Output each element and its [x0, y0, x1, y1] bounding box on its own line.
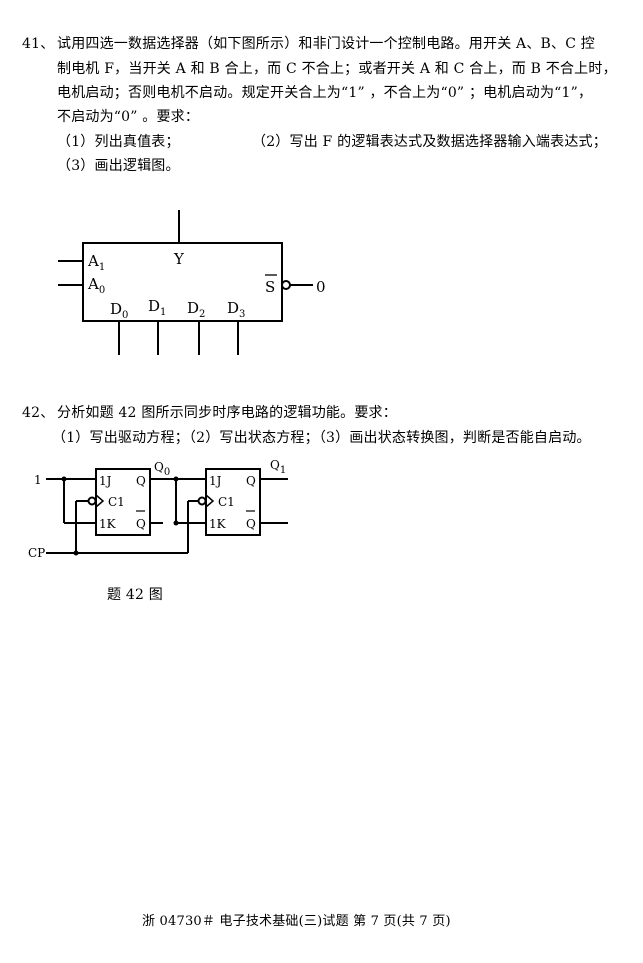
q41-line-1: 试用四选一数据选择器（如下图所示）和非门设计一个控制电路。用开关 A、B、C 控	[57, 36, 596, 52]
mux-d1-label: D1	[148, 297, 166, 318]
junction-cp	[73, 550, 79, 556]
mux-d3-label: D3	[227, 299, 245, 320]
page-footer: 浙 04730＃ 电子技术基础(三)试题 第 7 页(共 7 页)	[142, 914, 451, 929]
junction-input	[61, 476, 67, 482]
q42-requirements: （1）写出驱动方程；（2）写出状态方程；（3）画出状态转换图，判断是否能自启动。	[52, 430, 591, 446]
mux-a1-label: A1	[87, 252, 105, 273]
ff0-q-label: Q	[136, 474, 146, 488]
junction-q0	[173, 476, 179, 482]
q41-line-4: 不启动为“0” 。要求：	[57, 109, 200, 125]
q41-requirement-3: （3）画出逻辑图。	[57, 158, 180, 174]
ff0-c-label: C1	[108, 495, 125, 509]
q41-line-2: 制电机 F，当开关 A 和 B 合上，而 C 不合上；或者开关 A 和 C 合上…	[57, 61, 617, 77]
ff0-clock-bubble	[87, 496, 97, 506]
ff0-clock-triangle	[95, 494, 105, 508]
q42-line-1: 分析如题 42 图所示同步时序电路的逻辑功能。要求：	[57, 405, 397, 421]
ff1-q-label: Q	[246, 474, 256, 488]
mux-y-label: Y	[173, 250, 185, 268]
figure-42-caption: 题 42 图	[107, 587, 163, 603]
q41-line-3: 电机启动；否则电机不启动。规定开关合上为“1” ，不合上为“0” ；电机启动为“…	[57, 85, 593, 101]
input-1-label: 1	[34, 473, 42, 487]
mux-a0-label: A0	[87, 275, 105, 296]
q42-number: 42、	[22, 405, 55, 421]
mux-s-bubble	[281, 280, 291, 290]
ff0-k-label: 1K	[99, 517, 117, 531]
ff1-clock-bubble	[197, 496, 207, 506]
ff0-j-label: 1J	[99, 474, 112, 488]
mux-d2-label: D2	[187, 299, 205, 320]
ff0-qbar-label: Q	[136, 517, 146, 531]
q41-requirement-2: （2）写出 F 的逻辑表达式及数据选择器输入端表达式；	[252, 134, 607, 150]
ff1-qbar-label: Q	[246, 517, 256, 531]
mux-d0-label: D0	[110, 300, 128, 321]
ff-circuit: 1 CP 1J C1 1K Q Q Q0 1J C1 1K Q Q Q1	[28, 458, 288, 560]
ff1-clock-triangle	[205, 494, 215, 508]
ff1-output-label: Q1	[270, 458, 286, 476]
ff1-k-label: 1K	[209, 517, 227, 531]
q41-requirement-1: （1）列出真值表；	[57, 134, 180, 150]
mux-s-value: 0	[316, 278, 326, 296]
junction-q0-k	[173, 520, 179, 526]
cp-label: CP	[28, 546, 45, 560]
ff1-c-label: C1	[218, 495, 235, 509]
q41-number: 41、	[22, 36, 55, 52]
ff0-output-label: Q0	[154, 460, 170, 478]
mux-s-label: S	[265, 278, 275, 296]
ff1-j-label: 1J	[209, 474, 222, 488]
mux-diagram: Y A1 A0 S 0 D0 D1 D2 D3	[58, 210, 326, 355]
